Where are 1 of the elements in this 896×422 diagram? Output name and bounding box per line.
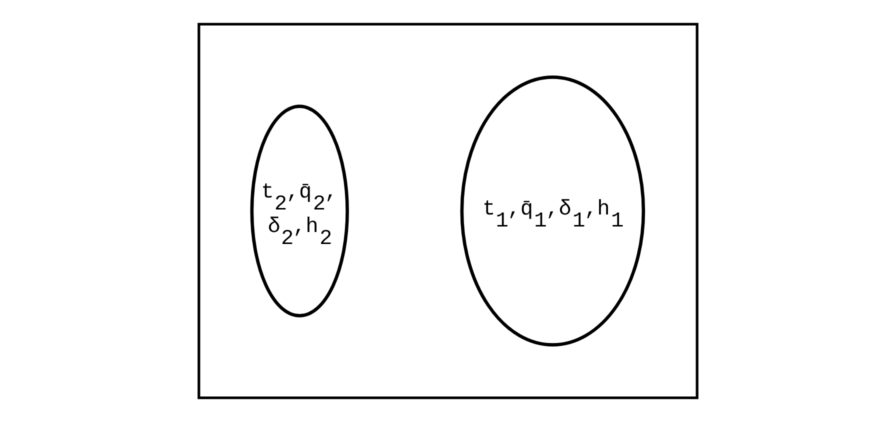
cluster — [198, 22, 698, 400]
